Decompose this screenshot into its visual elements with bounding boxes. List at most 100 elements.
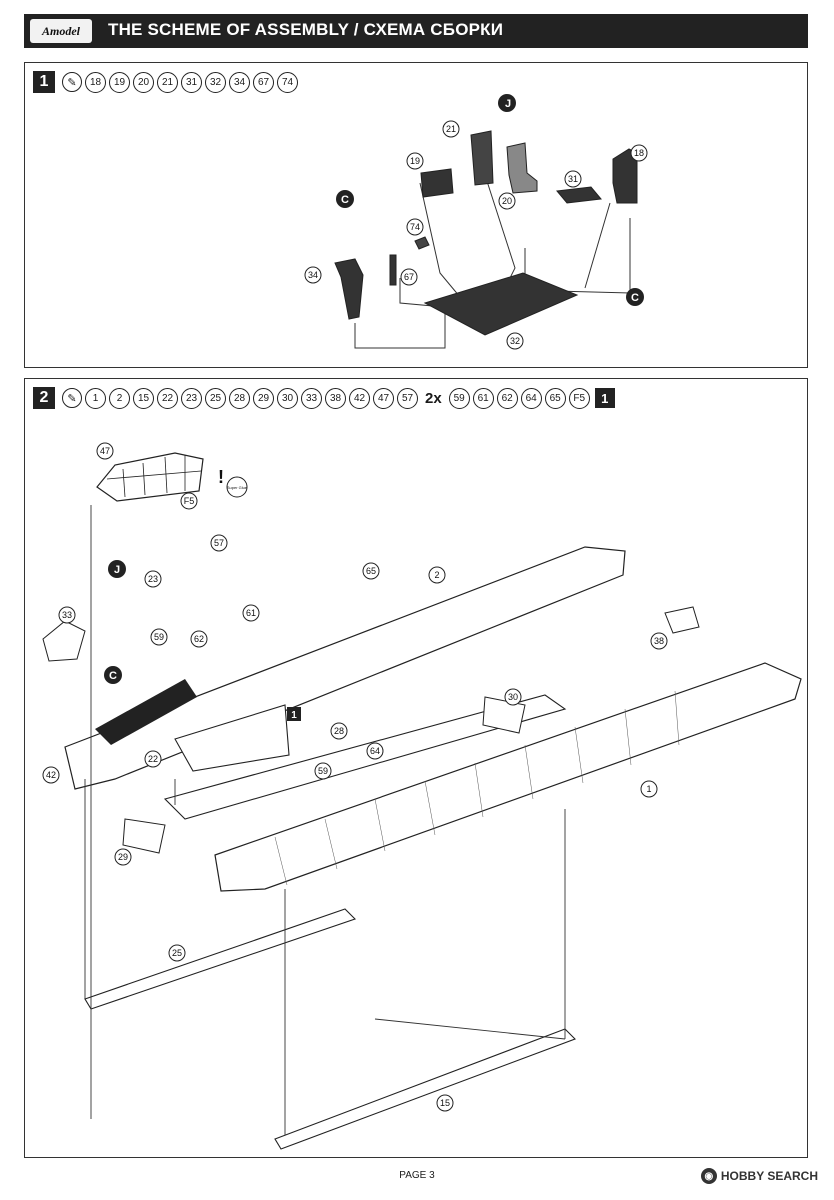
- part-chip: 57: [397, 387, 418, 409]
- part-chip: 34: [229, 71, 250, 93]
- callout-label: 15: [440, 1098, 450, 1108]
- callout-label: 31: [568, 174, 578, 184]
- cockpit-tub: [174, 704, 290, 772]
- part-28-plate: [163, 694, 567, 820]
- part-19-bracket: [420, 168, 454, 198]
- color-code-text: J: [505, 98, 511, 110]
- part-34-panel: [334, 258, 364, 320]
- part-chip: 19: [109, 71, 130, 93]
- step-1-ref-marker-label: 1: [291, 710, 297, 721]
- part-chip: 74: [277, 71, 298, 93]
- part-20-seat: [506, 142, 538, 194]
- step-2-parts-row: 2 ✎ 1 2 15 22 23 25 28 29 30 33 38 42 47…: [33, 387, 615, 409]
- part-chip: 25: [205, 387, 226, 409]
- part-chip: 32: [205, 71, 226, 93]
- hobby-search-icon: ◉: [700, 1168, 717, 1184]
- part-chip: F5: [568, 387, 590, 409]
- part-chip: 22: [157, 387, 178, 409]
- part-1-fuselage-half: [214, 662, 802, 892]
- callout-label: 20: [502, 196, 512, 206]
- part-chip: 62: [496, 387, 518, 409]
- part-chip: 28: [229, 387, 250, 409]
- callout-label: 1: [646, 784, 651, 794]
- callout-label: 59: [154, 632, 164, 642]
- callout-label: 21: [446, 124, 456, 134]
- callout-label: 64: [370, 746, 380, 756]
- callout-label: 42: [46, 770, 56, 780]
- color-code-marker: J: [498, 94, 516, 112]
- part-chip: 15: [133, 387, 154, 409]
- page-title: THE SCHEME OF ASSEMBLY / СХЕМА СБОРКИ: [108, 20, 504, 39]
- callout-label: 33: [62, 610, 72, 620]
- callout-label: 2: [434, 570, 439, 580]
- part-chip: 30: [277, 387, 298, 409]
- color-code-text: C: [341, 194, 349, 206]
- step-2-panel: 2 ✎ 1 2 15 22 23 25 28 29 30 33 38 42 47…: [24, 378, 808, 1158]
- part-chip: 1: [85, 387, 106, 409]
- part-chip: 31: [181, 71, 202, 93]
- part-33: [42, 620, 86, 662]
- assembly-lines: [84, 505, 566, 1135]
- callout-label: 25: [172, 948, 182, 958]
- super-glue-label: Super Glue: [227, 485, 248, 490]
- part-38: [664, 606, 700, 634]
- color-code-marker: C: [336, 190, 354, 208]
- cockpit-interior: [95, 679, 197, 745]
- part-chip: 64: [520, 387, 542, 409]
- part-chip: 38: [325, 387, 346, 409]
- part-chip: 20: [133, 71, 154, 93]
- callout-label: 34: [308, 270, 318, 280]
- watermark: ◉ HOBBY SEARCH: [700, 1168, 818, 1184]
- part-18-bulkhead: [612, 148, 638, 204]
- part-47-canopy: [96, 452, 204, 502]
- part-chip: 21: [157, 71, 178, 93]
- step-1-parts-row: 1 ✎ 18 19 20 21 31 32 34 67 74: [33, 71, 298, 93]
- callout-label: 32: [510, 336, 520, 346]
- callout-label: 65: [366, 566, 376, 576]
- part-74-lever: [414, 236, 430, 250]
- part-chip: 33: [301, 387, 322, 409]
- part-chip: 18: [85, 71, 106, 93]
- color-code-text: J: [114, 564, 120, 576]
- callout-label: 62: [194, 634, 204, 644]
- callout-label: 19: [410, 156, 420, 166]
- callout-label: 57: [214, 538, 224, 548]
- callout-label: 61: [246, 608, 256, 618]
- logo-text: Amodel: [42, 23, 80, 38]
- step-2-drawing: J C ! Super Glue 47 F5 57 23 65 2: [42, 442, 802, 1150]
- color-code-marker: J: [108, 560, 126, 578]
- part-chip: 67: [253, 71, 274, 93]
- step-1-panel: 1 ✎ 18 19 20 21 31 32 34 67 74: [24, 62, 808, 368]
- multiplier-label: 2x: [425, 389, 442, 407]
- part-chip: 23: [181, 387, 202, 409]
- svg-text:!: !: [218, 467, 224, 487]
- part-chip: 2: [109, 387, 130, 409]
- callout-label: 67: [404, 272, 414, 282]
- glue-icon: ✎: [62, 388, 82, 408]
- watermark-text: HOBBY SEARCH: [720, 1169, 818, 1183]
- part-chip: 61: [472, 387, 494, 409]
- part-2-fuselage-half: [64, 546, 626, 790]
- assembly-lines: [354, 174, 631, 349]
- part-chip: 59: [448, 387, 470, 409]
- callout-label: 59: [318, 766, 328, 776]
- color-code-text: C: [631, 292, 639, 304]
- part-29: [122, 818, 166, 854]
- callout-label: 28: [334, 726, 344, 736]
- part-25-panel: [84, 908, 357, 1010]
- glue-icon: ✎: [62, 72, 82, 92]
- callout-label: 30: [508, 692, 518, 702]
- step-1-drawing: J C C 21 19 20 31 18 74 67 34 32: [304, 94, 648, 350]
- callout-label: 18: [634, 148, 644, 158]
- callout-label: 22: [148, 754, 158, 764]
- callout-label: 47: [100, 446, 110, 456]
- part-chip: 47: [373, 387, 394, 409]
- step-reference-badge: 1: [594, 388, 615, 408]
- part-21-seat-back: [470, 130, 494, 186]
- header-bar: Amodel THE SCHEME OF ASSEMBLY / СХЕМА СБ…: [24, 14, 808, 48]
- callout-label: 38: [654, 636, 664, 646]
- canopy-frames: [106, 455, 202, 498]
- step-2-number: 2: [33, 387, 55, 409]
- color-code-marker: C: [626, 288, 644, 306]
- part-31-plate: [556, 186, 602, 204]
